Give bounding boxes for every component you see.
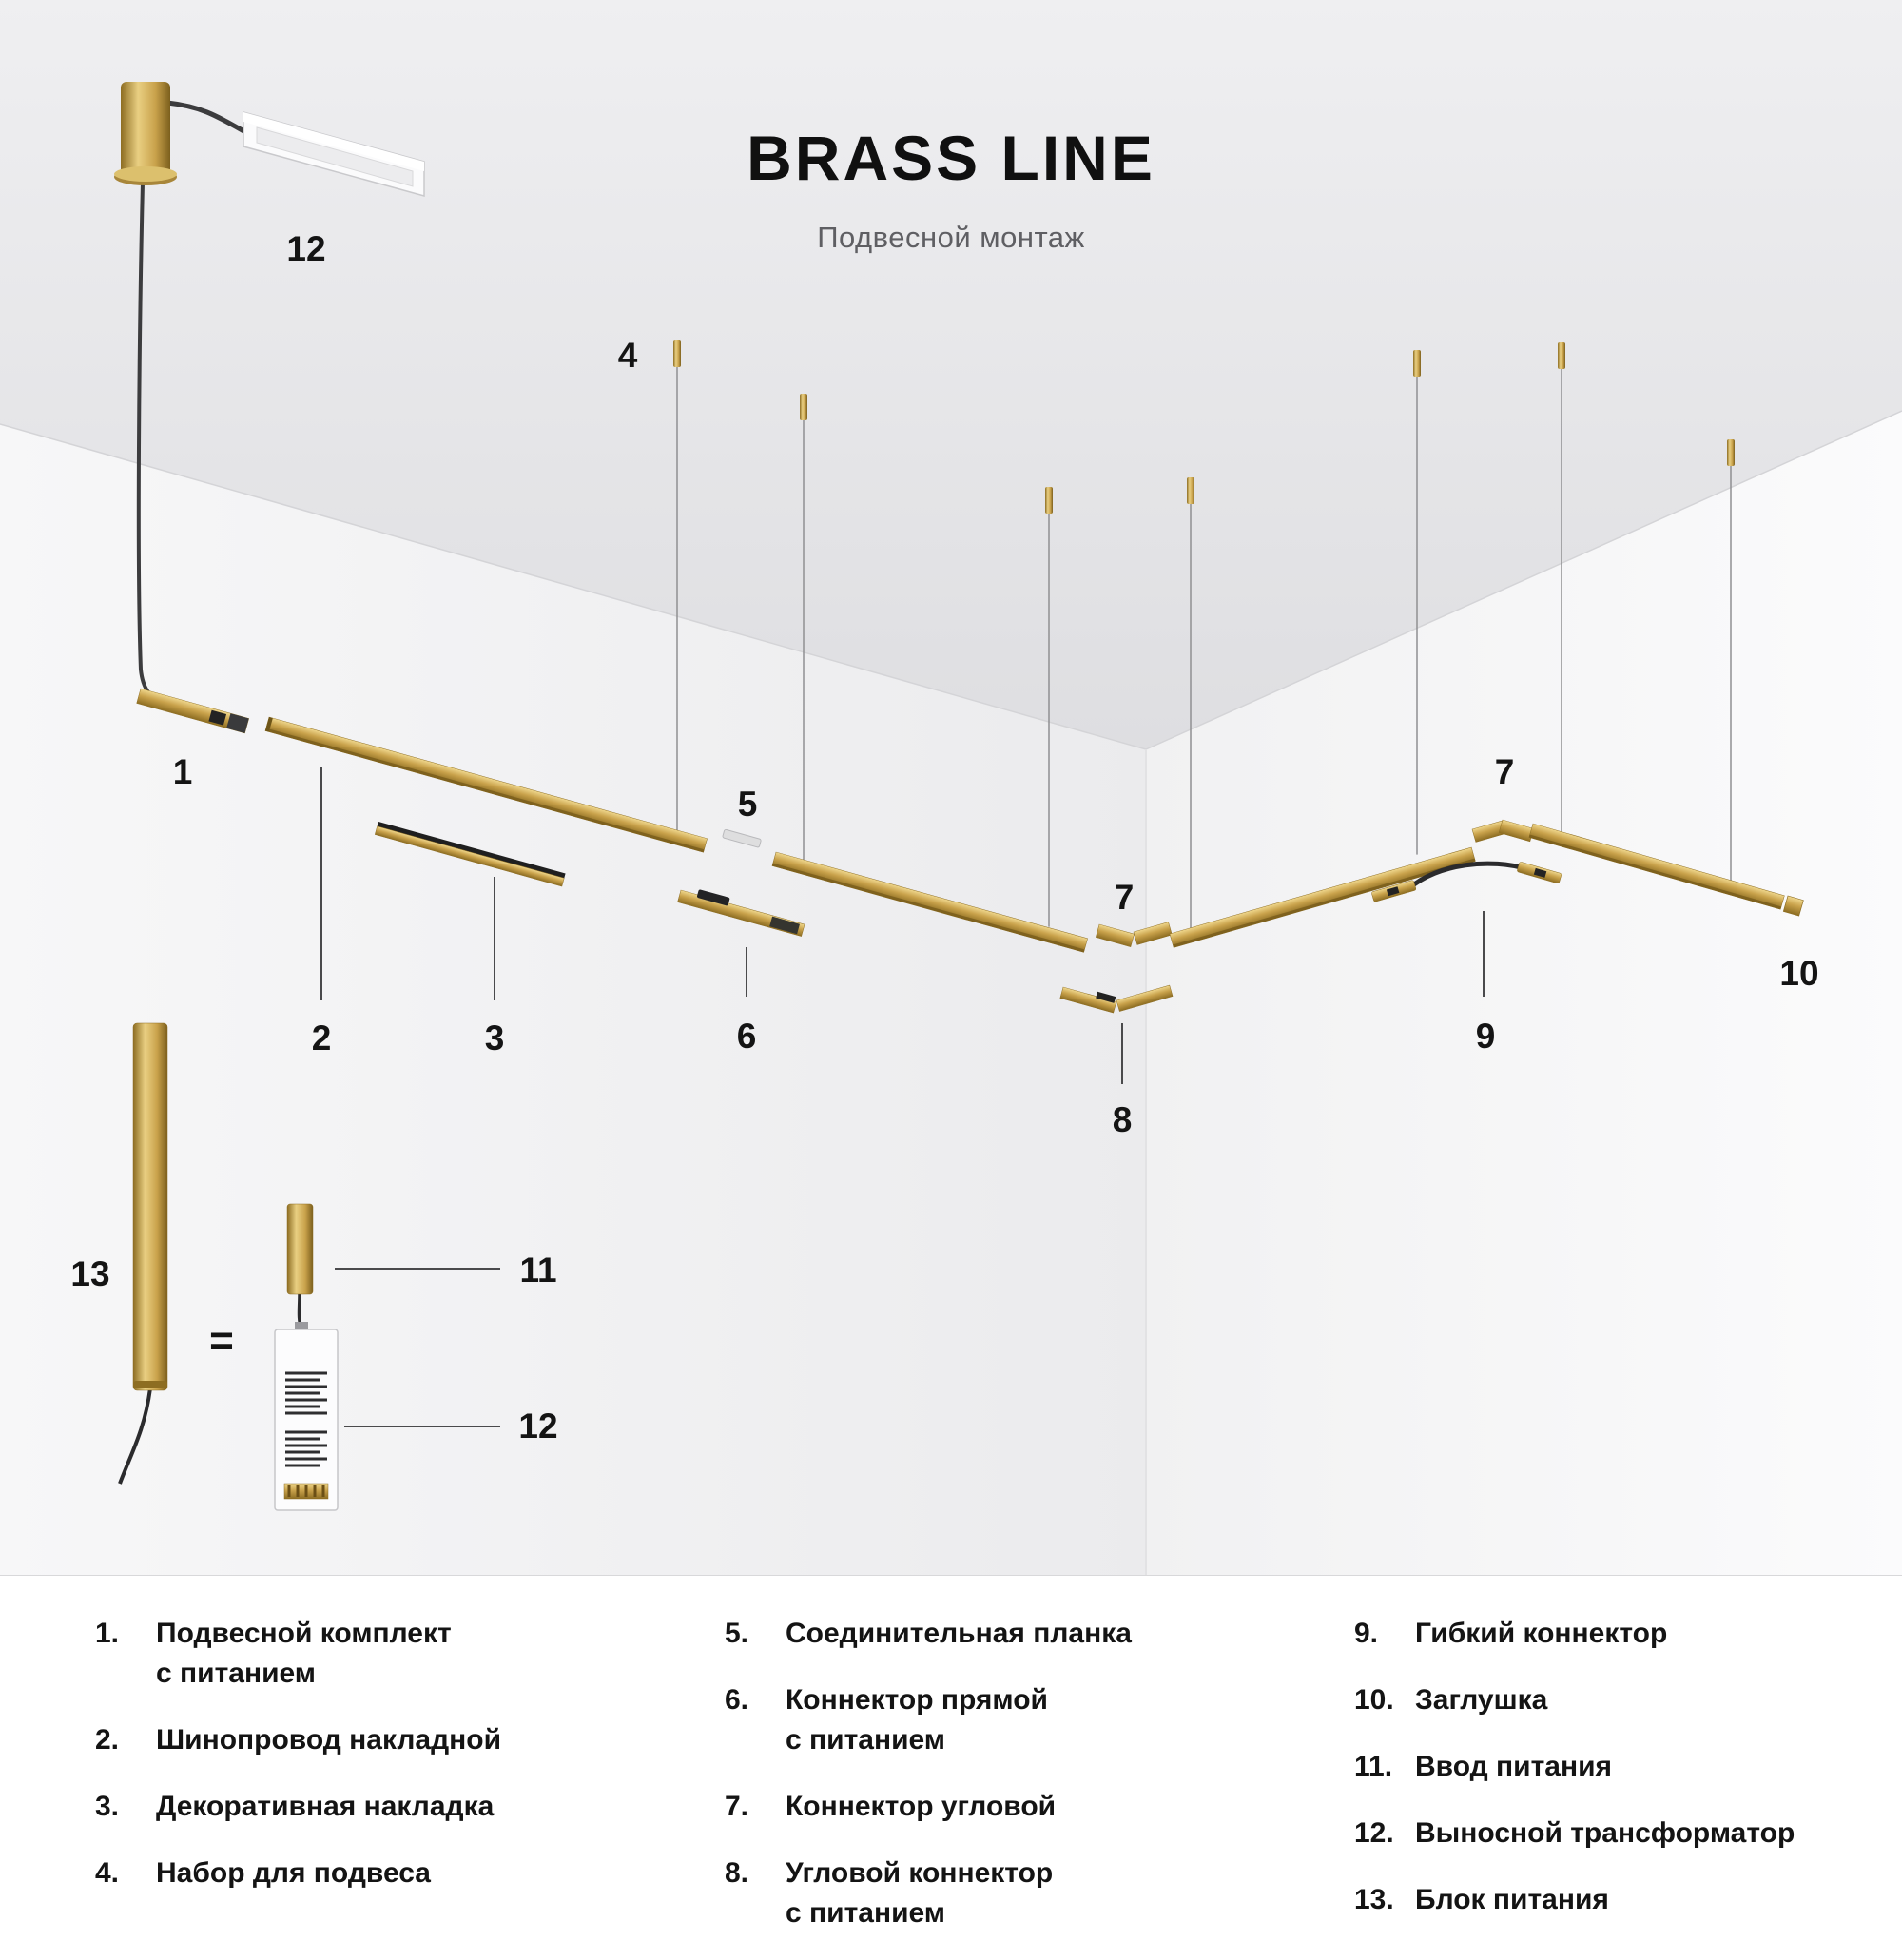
room-background [0, 0, 1902, 1579]
suspension-wire [1413, 350, 1421, 855]
callout-12-profile: 12 [286, 229, 326, 268]
joining-plate [722, 828, 762, 848]
callout-13: 13 [70, 1254, 110, 1293]
callout-10: 10 [1779, 954, 1819, 993]
power-supply-strip [118, 1022, 168, 1485]
legend-item-label: Коннектор прямой с питанием [786, 1684, 1048, 1756]
power-input [286, 1203, 314, 1330]
legend-item-8: 8. Угловой коннектор с питанием [725, 1853, 1219, 1933]
legend-item-label: Гибкий коннектор [1415, 1618, 1668, 1649]
legend-item-label: Ввод питания [1415, 1751, 1613, 1782]
power-cable [166, 100, 249, 136]
legend-item-13: 13. Блок питания [1354, 1880, 1887, 1920]
recessed-profile [243, 111, 425, 197]
legend: 1. Подвесной комплект с питанием 2. Шино… [0, 1575, 1902, 1929]
track-segment-long [264, 716, 708, 853]
legend-item-label: Декоративная накладка [156, 1791, 495, 1822]
legend-column-3: 9. Гибкий коннектор 10. Заглушка 11. Вво… [1354, 1614, 1887, 1947]
callout-12-psu: 12 [518, 1407, 558, 1446]
power-supply-unit [274, 1322, 339, 1511]
page-title: BRASS LINE [747, 123, 1155, 193]
legend-item-9: 9. Гибкий коннектор [1354, 1614, 1887, 1654]
legend-item-number: 1. [95, 1618, 120, 1649]
equals-sign: = [209, 1317, 234, 1364]
suspension-wires [673, 340, 1735, 929]
legend-item-label: Заглушка [1415, 1684, 1548, 1716]
legend-item-number: 4. [95, 1857, 120, 1889]
track-segment-right [1169, 846, 1476, 948]
left-wall [0, 424, 1146, 1579]
legend-column-2: 5. Соединительная планка 6. Коннектор пр… [725, 1614, 1219, 1960]
callout-2: 2 [311, 1019, 332, 1058]
legend-item-number: 6. [725, 1684, 749, 1716]
callout-3: 3 [484, 1019, 505, 1058]
legend-item-label: Коннектор угловой [786, 1791, 1057, 1822]
legend-item-number: 2. [95, 1724, 120, 1756]
legend-item-10: 10. Заглушка [1354, 1680, 1887, 1720]
flexible-connector [1371, 861, 1562, 902]
page-subtitle: Подвесной монтаж [817, 221, 1085, 254]
callout-11: 11 [519, 1251, 557, 1290]
ceiling-canopy [114, 82, 249, 706]
legend-item-number: 9. [1354, 1618, 1379, 1649]
callout-7-right: 7 [1494, 752, 1515, 791]
legend-item-11: 11. Ввод питания [1354, 1747, 1887, 1787]
suspension-wire [1558, 342, 1565, 832]
scene-illustration [0, 0, 1902, 1579]
track-segment-front [1528, 823, 1785, 910]
legend-item-label: Соединительная планка [786, 1618, 1132, 1649]
suspension-wire [1187, 477, 1194, 929]
pendant-power-feed [136, 688, 250, 734]
legend-item-12: 12. Выносной трансформатор [1354, 1814, 1887, 1853]
suspension-wire [1727, 439, 1735, 882]
psu-vent-slots [285, 1371, 327, 1467]
end-cap [1782, 895, 1804, 917]
legend-item-number: 5. [725, 1618, 749, 1649]
legend-item-1: 1. Подвесной комплект с питанием [95, 1614, 609, 1694]
ceiling-plane [0, 0, 1902, 749]
legend-item-number: 8. [725, 1857, 749, 1889]
callout-9: 9 [1475, 1017, 1496, 1056]
suspension-wire [800, 394, 807, 861]
legend-item-label: Шинопровод накладной [156, 1724, 502, 1756]
straight-connector-powered [677, 889, 805, 937]
legend-item-label: Выносной трансформатор [1415, 1817, 1795, 1849]
callout-6: 6 [736, 1017, 757, 1056]
legend-item-label: Подвесной комплект с питанием [156, 1618, 452, 1689]
right-wall [1146, 411, 1902, 1579]
legend-item-number: 7. [725, 1791, 749, 1822]
drop-cable [136, 182, 165, 706]
callout-1: 1 [172, 752, 193, 791]
legend-item-label: Блок питания [1415, 1884, 1609, 1915]
track-segment-mid [771, 851, 1088, 953]
callout-5: 5 [737, 785, 758, 824]
callout-lines [320, 767, 1485, 1427]
legend-item-label: Набор для подвеса [156, 1857, 431, 1889]
callout-7-left: 7 [1114, 878, 1135, 917]
legend-item-3: 3. Декоративная накладка [95, 1787, 609, 1827]
legend-item-number: 13. [1354, 1884, 1394, 1915]
legend-item-number: 10. [1354, 1684, 1394, 1716]
room-scene [0, 0, 1902, 1579]
legend-item-number: 12. [1354, 1817, 1394, 1849]
suspension-wire [673, 340, 681, 832]
corner-connector-powered [1059, 984, 1174, 1014]
legend-item-4: 4. Набор для подвеса [95, 1853, 609, 1893]
callout-8: 8 [1112, 1100, 1133, 1139]
legend-item-5: 5. Соединительная планка [725, 1614, 1219, 1654]
legend-item-label: Угловой коннектор с питанием [786, 1857, 1054, 1929]
legend-item-2: 2. Шинопровод накладной [95, 1720, 609, 1760]
decorative-cover [374, 822, 566, 887]
legend-item-number: 3. [95, 1791, 120, 1822]
legend-item-number: 11. [1354, 1751, 1393, 1782]
corner-connector-left [1095, 922, 1173, 947]
legend-item-7: 7. Коннектор угловой [725, 1787, 1219, 1827]
legend-column-1: 1. Подвесной комплект с питанием 2. Шино… [95, 1614, 609, 1920]
suspension-wire [1045, 487, 1053, 927]
callout-4: 4 [617, 336, 638, 375]
legend-item-6: 6. Коннектор прямой с питанием [725, 1680, 1219, 1760]
